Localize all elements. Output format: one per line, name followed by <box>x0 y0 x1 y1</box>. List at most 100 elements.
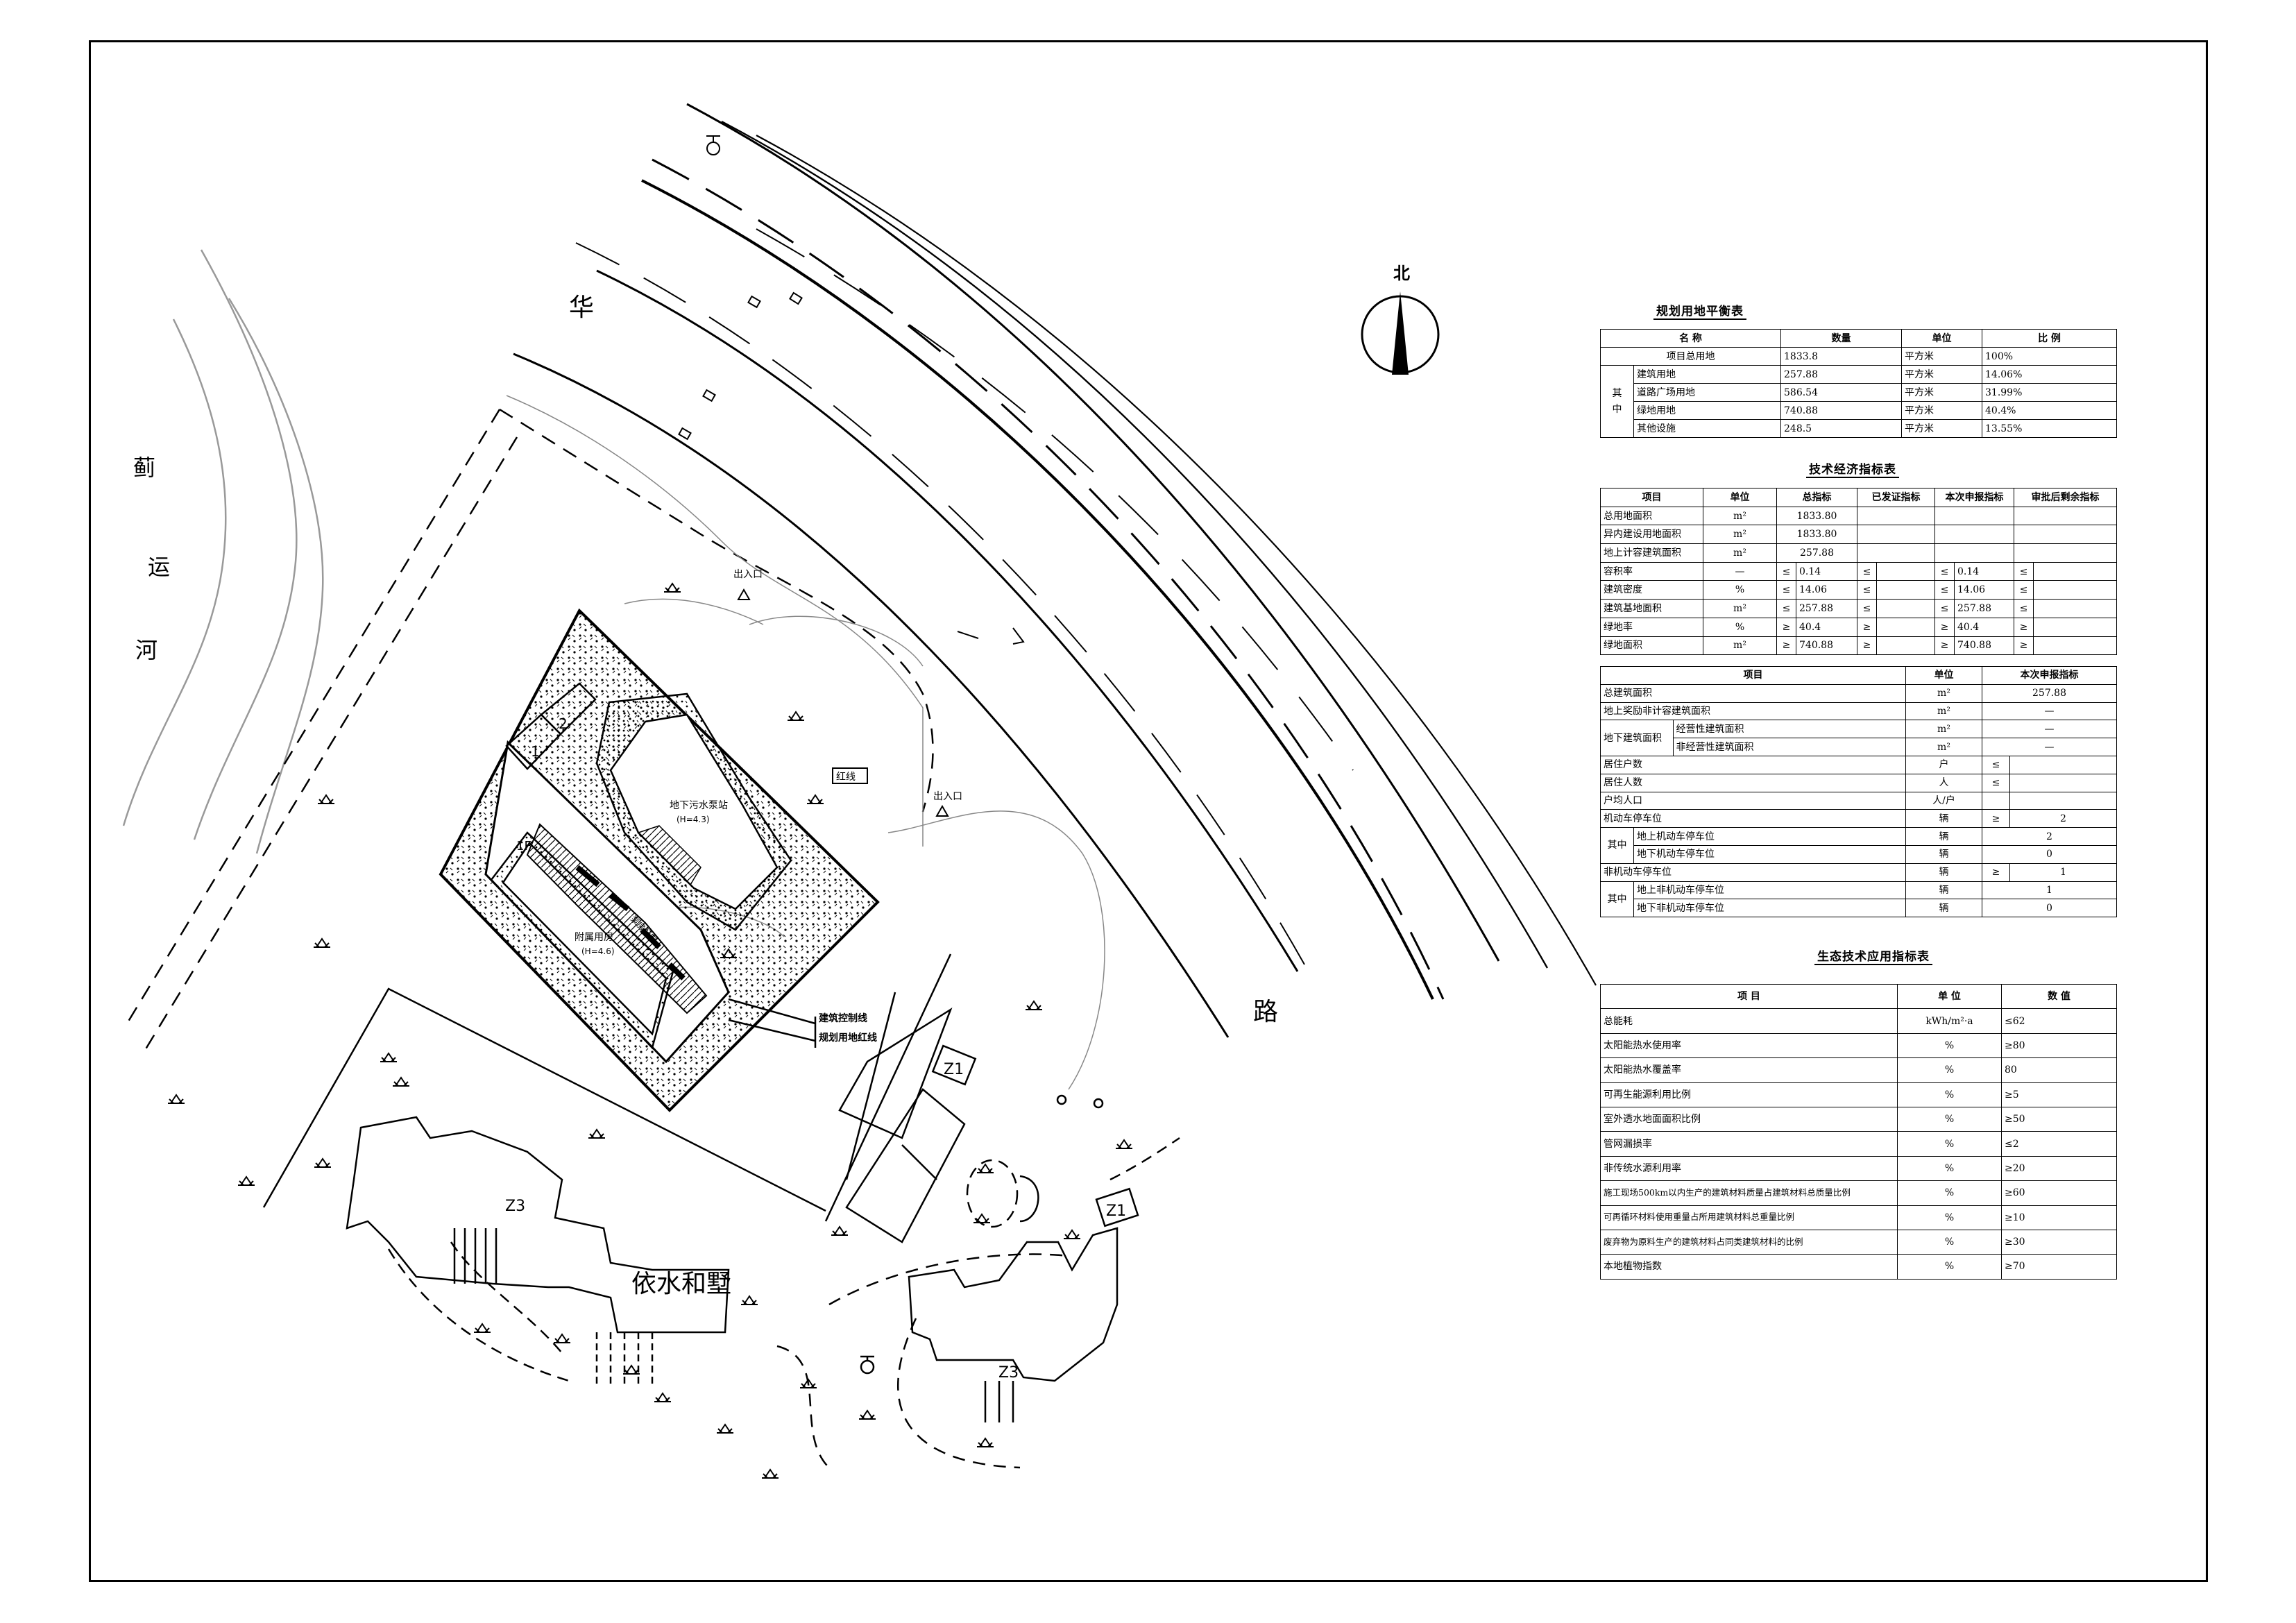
entrance-label-north: 出入口 <box>733 569 763 580</box>
aux-room-sub-label: (H=4.6) <box>581 946 615 956</box>
tech-econ-item: 建筑基地面积 <box>1600 599 1703 618</box>
tech-econ-apply: 740.88 <box>1954 636 2014 656</box>
eco-item: 太阳能热水使用率 <box>1600 1033 1898 1059</box>
tech-econ-issued <box>1876 580 1935 600</box>
road-label-char-2: 路 <box>1253 998 1278 1026</box>
tech-econ-header-unit: 单位 <box>1703 488 1777 507</box>
land-use-total-value: 1833.8 <box>1780 347 1902 366</box>
detail-item: 户均人口 <box>1600 791 1906 810</box>
land-use-table: 名 称 数量 单位 比 例 项目总用地 1833.8 平方米 100% 其 中 … <box>1600 329 2117 438</box>
boundary-label: 红线 <box>836 772 856 783</box>
land-use-title: 规划用地平衡表 <box>1603 301 1797 320</box>
eco-value: 80 <box>2001 1057 2117 1083</box>
detail-item: 居住人数 <box>1600 773 1906 792</box>
detail-item: 地下非机动车停车位 <box>1633 899 1906 918</box>
tech-econ-header-item: 项目 <box>1600 488 1703 507</box>
detail-value: — <box>2044 741 2055 753</box>
eco-item: 室外透水地面面积比例 <box>1600 1106 1898 1132</box>
tech-econ-op: ≤ <box>1776 599 1796 618</box>
tech-econ-total: 257.88 <box>1796 599 1857 618</box>
detail-header-apply: 本次申报指标 <box>1982 666 2117 685</box>
river-label-char-3: 河 <box>135 637 158 663</box>
eco-value: ≤62 <box>2001 1008 2117 1034</box>
southern-residential <box>262 953 1180 1472</box>
detail-op <box>1982 791 2010 810</box>
detail-value: 1 <box>2009 863 2117 882</box>
land-use-row-unit: 平方米 <box>1901 401 1982 420</box>
tech-econ-op: ≤ <box>1934 561 1955 581</box>
land-use-row-value: 257.88 <box>1780 365 1902 384</box>
detail-motor-group-label: 其中 <box>1600 827 1634 864</box>
land-use-row-ratio: 40.4% <box>1982 401 2117 420</box>
tech-econ-total: 14.06 <box>1796 580 1857 600</box>
eco-header-value: 数 值 <box>2001 983 2117 1010</box>
tech-econ-header-remaining: 审批后剩余指标 <box>2014 488 2117 507</box>
tech-econ-apply <box>1934 543 2014 563</box>
legend-red-line: 规划用地红线 <box>819 1032 877 1044</box>
tech-econ-unit: — <box>1703 561 1777 581</box>
tech-econ-op: ≤ <box>1776 561 1796 581</box>
tech-econ-remaining <box>2033 636 2117 656</box>
road-name: 华 路 <box>569 294 1278 1026</box>
tech-econ-op: ≥ <box>2014 617 2034 637</box>
tech-econ-apply: 0.14 <box>1954 561 2014 581</box>
eco-value: ≥70 <box>2001 1254 2117 1280</box>
detail-underground-label: 地下建筑面积 <box>1601 720 1674 756</box>
land-use-header-value: 数量 <box>1780 329 1902 348</box>
land-use-header-name: 名 称 <box>1600 329 1781 348</box>
tank-sub-label: (H=4.3) <box>677 815 710 824</box>
eco-unit: % <box>1897 1180 2002 1206</box>
land-use-total-ratio: 100% <box>1982 347 2117 366</box>
detail-op: ≥ <box>1982 863 2010 882</box>
road-lines <box>513 103 1597 1038</box>
eco-item: 总能耗 <box>1600 1008 1898 1034</box>
tech-econ-unit: m² <box>1703 636 1777 656</box>
eco-item: 非传统水源利用率 <box>1600 1155 1898 1182</box>
detail-item: 非经营性建筑面积 <box>1676 741 1754 753</box>
site-boundary-dashed <box>124 408 934 1055</box>
eco-value: ≥80 <box>2001 1033 2117 1059</box>
detail-item: 地上奖励非计容建筑面积 <box>1600 702 1906 721</box>
eco-unit: kWh/m²·a <box>1897 1008 2002 1034</box>
detail-unit: 人/户 <box>1905 791 1982 810</box>
land-use-total-name: 项目总用地 <box>1600 347 1781 366</box>
eco-unit: % <box>1897 1131 2002 1157</box>
land-use-row-unit: 平方米 <box>1901 383 1982 402</box>
eco-value: ≥5 <box>2001 1082 2117 1107</box>
tech-econ-apply <box>1934 506 2014 526</box>
detail-unit: 人 <box>1905 773 1982 792</box>
tech-econ-op: ≤ <box>2014 599 2034 618</box>
eco-unit: % <box>1897 1155 2002 1182</box>
zone-z1-east: Z1 <box>1106 1203 1126 1220</box>
tech-econ-remaining <box>2033 561 2117 581</box>
detail-value: 0 <box>1982 899 2117 918</box>
tech-econ-op: ≥ <box>1934 636 1955 656</box>
tech-econ-total: 257.88 <box>1776 543 1857 563</box>
land-use-row-unit: 平方米 <box>1901 365 1982 384</box>
land-use-row-name: 建筑用地 <box>1633 365 1781 384</box>
tech-econ-issued <box>1876 599 1935 618</box>
tech-econ-op: ≤ <box>1857 580 1877 600</box>
detail-unit: 辆 <box>1905 899 1982 918</box>
tank-label: 地下污水泵站 <box>670 800 728 811</box>
detail-item: 居住户数 <box>1600 755 1906 774</box>
eco-item: 本地植物指数 <box>1600 1254 1898 1280</box>
tech-econ-item: 地上计容建筑面积 <box>1600 543 1703 563</box>
detail-op: ≥ <box>1982 809 2010 829</box>
eco-value: ≥50 <box>2001 1106 2117 1132</box>
eco-unit: % <box>1897 1057 2002 1083</box>
tech-econ-op: ≥ <box>1776 617 1796 637</box>
eco-item: 管网漏损率 <box>1600 1131 1898 1157</box>
land-use-row-name: 道路广场用地 <box>1633 383 1781 402</box>
road-markers <box>678 291 1025 645</box>
fire-hydrant-icon <box>706 135 720 155</box>
tech-econ-header-issued: 已发证指标 <box>1857 488 1935 507</box>
eco-value: ≥10 <box>2001 1205 2117 1230</box>
eco-item: 可再生能源利用比例 <box>1600 1082 1898 1107</box>
detail-value <box>2009 791 2117 810</box>
land-use-row-name: 绿地用地 <box>1633 401 1781 420</box>
eco-header-item: 项 目 <box>1600 983 1898 1010</box>
tech-econ-item: 总用地面积 <box>1600 506 1703 526</box>
detail-value: — <box>1982 720 2116 739</box>
